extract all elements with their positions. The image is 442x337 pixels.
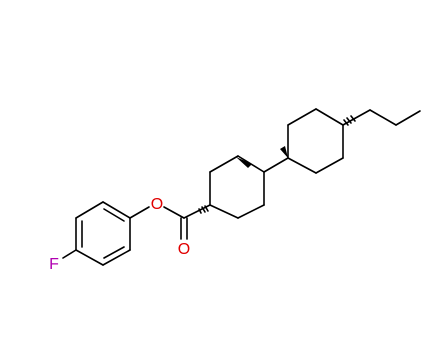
carbon-fluorine-bond — [62, 249, 77, 259]
bond — [102, 201, 131, 219]
wedge-stereo-bond — [280, 146, 288, 158]
cyclohexane-ring-2 — [287, 108, 344, 174]
bond — [287, 108, 317, 126]
bond — [75, 201, 104, 219]
ring-ring-bond — [263, 157, 289, 173]
wedge-stereo-bond — [236, 157, 252, 168]
bond — [237, 204, 265, 219]
bond — [209, 155, 239, 173]
bond — [315, 157, 344, 174]
fluorophenyl-ring — [75, 201, 131, 266]
oxygen-carbonyl-bond — [163, 206, 185, 219]
aromatic-double-bond — [103, 246, 125, 259]
aromatic-double-bond — [103, 208, 125, 222]
bond — [209, 204, 239, 219]
aryl-oxygen-bond — [129, 206, 150, 219]
bond — [369, 109, 397, 126]
bond — [342, 109, 371, 126]
bond — [315, 108, 344, 126]
bond — [287, 157, 317, 174]
ester-oxygen-atom-label: O — [151, 196, 163, 213]
bond — [395, 110, 421, 126]
bond — [75, 249, 104, 266]
cyclohexane-ring-1 — [209, 155, 265, 219]
bond — [102, 249, 131, 266]
propyl-chain — [342, 109, 421, 126]
fluorine-atom-label: F — [49, 256, 59, 273]
carbonyl-oxygen-atom-label: O — [178, 241, 190, 258]
hashed-stereo-bond — [198, 205, 209, 214]
